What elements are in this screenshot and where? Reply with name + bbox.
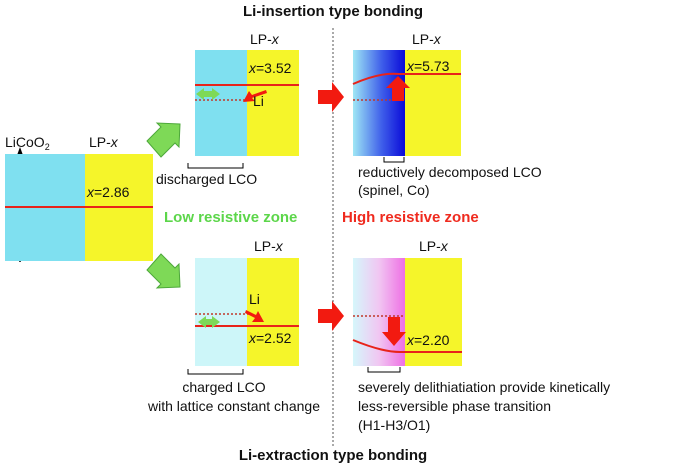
tr-electrolyte-label: LP-x (412, 31, 442, 47)
initial-electrolyte-label: LP-x (89, 134, 119, 150)
br-caption-line1: severely delithiatiation provide kinetic… (358, 379, 610, 395)
tr-caption-line1: reductively decomposed LCO (358, 164, 542, 180)
arrow-up-right-icon (146, 122, 181, 158)
br-caption-line3: (H1-H3/O1) (358, 417, 430, 433)
panel-delithiated-lco: LP-x x=2.20 severely delithiatiation pro… (352, 238, 610, 433)
bl-electrolyte-block (247, 258, 299, 366)
tr-bent-fermi-level (352, 72, 461, 85)
panel-decomposed-lco: LP-x x=5.73 reductively decomposed LCO (… (352, 31, 542, 198)
tr-x-value: x=5.73 (406, 58, 450, 74)
tl-electrolyte-label: LP-x (250, 31, 280, 47)
heading-li-extraction: Li-extraction type bonding (239, 447, 427, 464)
tl-li-label: Li (253, 93, 264, 109)
tr-bracket (383, 157, 405, 163)
bl-electrolyte-label: LP-x (254, 238, 284, 254)
tl-bracket (187, 163, 244, 169)
bl-caption-line1: charged LCO (182, 379, 265, 395)
bl-green-double-arrow-icon (198, 316, 220, 328)
tr-lco-block (353, 50, 405, 156)
high-resistive-zone-label: High resistive zone (342, 209, 479, 226)
br-down-arrow-icon (382, 317, 406, 346)
br-electrolyte-block (405, 258, 462, 366)
heading-li-insertion: Li-insertion type bonding (243, 3, 423, 20)
initial-panel: LiCoO2 LP-x x=2.86 (5, 134, 153, 261)
arrow-right-bottom-icon (318, 301, 344, 331)
bl-caption-line2: with lattice constant change (147, 398, 320, 414)
tr-caption-line2: (spinel, Co) (358, 182, 430, 198)
tl-electrolyte-block (247, 50, 299, 156)
tr-electrolyte-block (405, 50, 461, 156)
br-bracket (367, 367, 401, 373)
bl-li-label: Li (249, 291, 260, 307)
bl-x-value: x=2.52 (248, 330, 292, 346)
tl-li-arrow-icon (243, 90, 267, 102)
tl-x-value: x=3.52 (248, 60, 292, 76)
initial-x-value: x=2.86 (86, 184, 130, 200)
bl-li-arrow-icon (245, 310, 264, 322)
br-bent-fermi-level (352, 339, 462, 353)
tr-up-arrow-icon (386, 76, 410, 101)
tl-green-double-arrow-icon (196, 88, 220, 100)
bl-bracket (187, 369, 244, 375)
br-electrolyte-label: LP-x (419, 238, 449, 254)
low-resistive-zone-label: Low resistive zone (164, 209, 297, 226)
tl-caption: discharged LCO (156, 171, 257, 187)
br-x-value: x=2.20 (406, 332, 450, 348)
br-caption-line2: less-reversible phase transition (358, 398, 551, 414)
panel-charged-lco: LP-x Li x=2.52 charged LCO with lattice … (147, 238, 320, 414)
panel-discharged-lco: LP-x Li x=3.52 discharged LCO (156, 31, 299, 187)
initial-cathode-label: LiCoO2 (5, 134, 50, 152)
arrow-right-top-icon (318, 82, 344, 112)
bl-lco-block (195, 258, 247, 366)
arrow-down-right-icon (146, 253, 181, 289)
tl-lco-block (195, 50, 247, 156)
